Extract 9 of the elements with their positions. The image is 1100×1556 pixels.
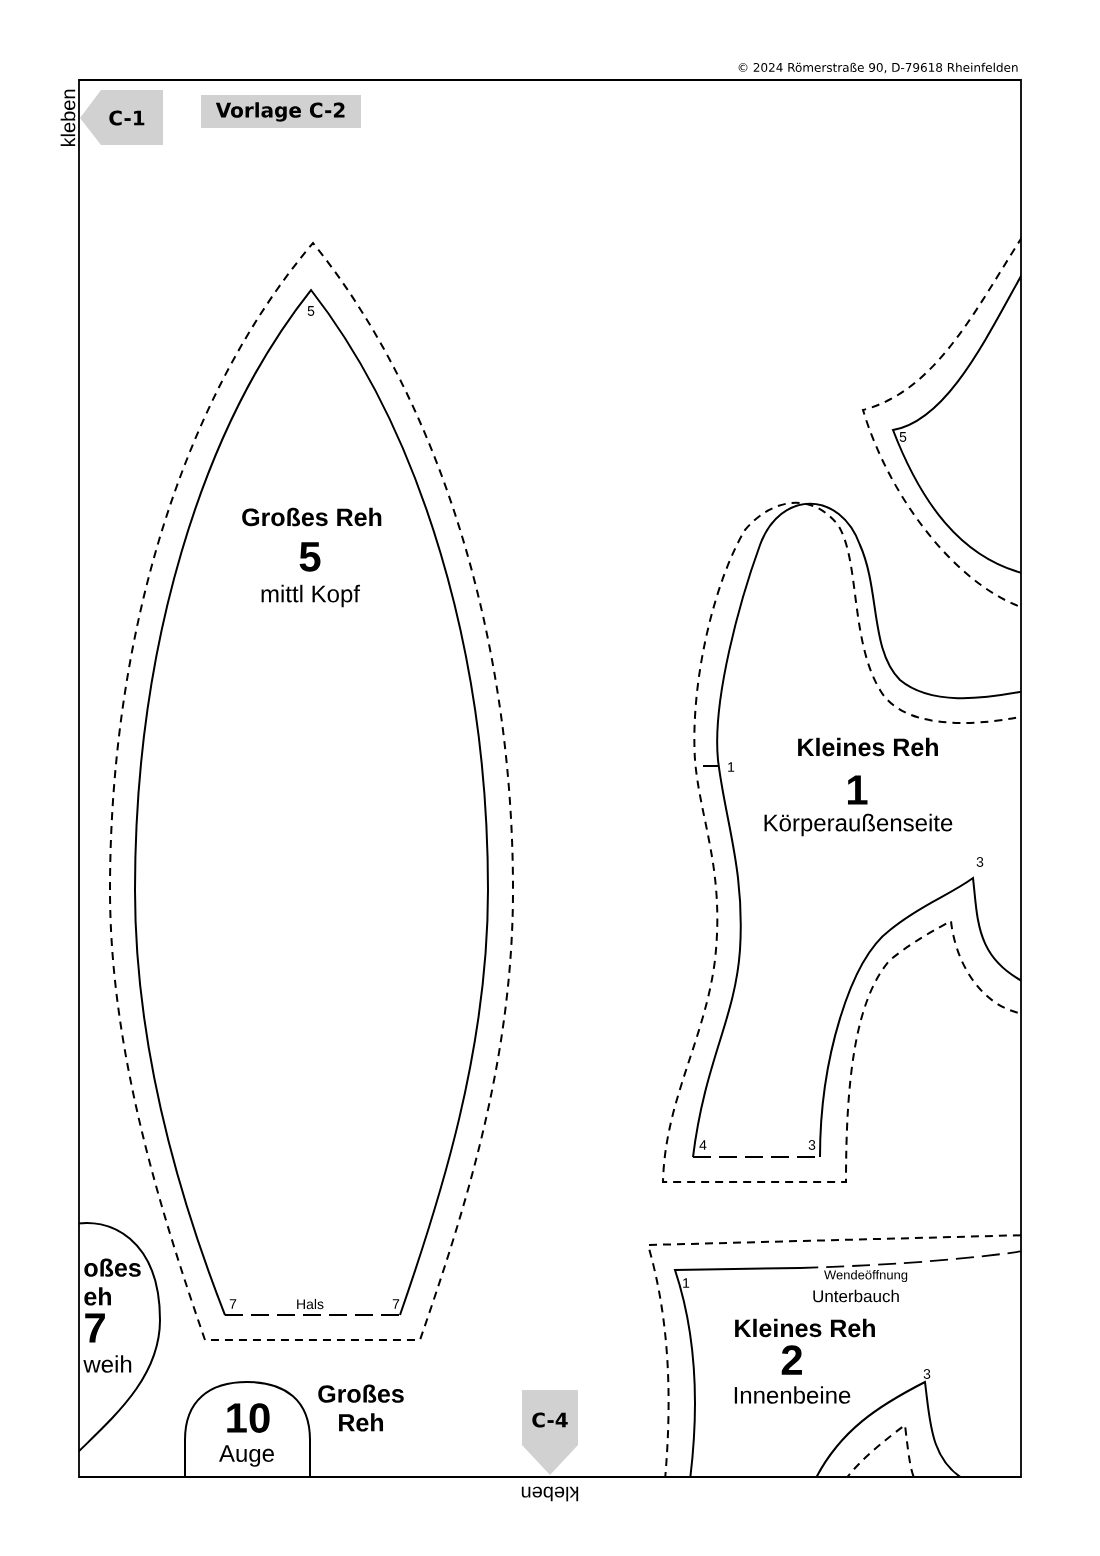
pattern-piece: 1 Kleines Reh 1 Körperaußenseite 3 4 3 xyxy=(662,501,1021,1183)
glue-label: kleben xyxy=(60,89,76,147)
title-label: Vorlage C-2 xyxy=(201,95,361,128)
copyright-note: © 2024 Römerstraße 90, D-79618 Rheinfelden xyxy=(738,62,1018,74)
part-label: Großes Reh xyxy=(318,1384,404,1432)
glue-label: kleben xyxy=(521,1486,579,1502)
pattern-piece: 1 Wendeöffnung Unterbauch Kleines Reh 2 3 Innenbeine xyxy=(647,1234,1021,1477)
pattern-piece: 10 Auge xyxy=(184,1381,311,1477)
pattern-piece: oßes eh 7 weih xyxy=(79,1222,161,1461)
